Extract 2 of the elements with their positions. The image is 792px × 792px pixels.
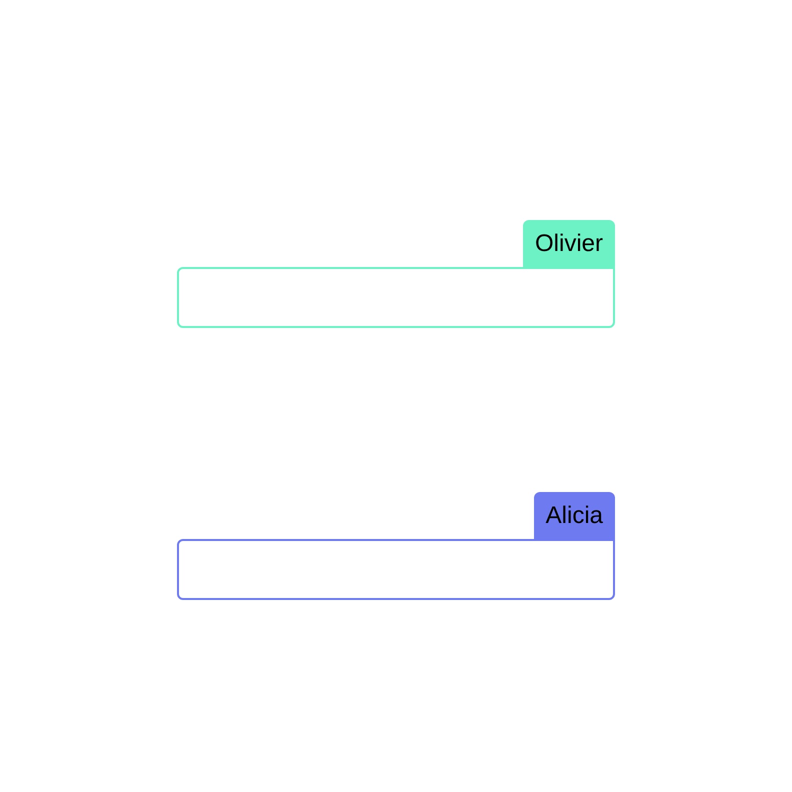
name-tag: Olivier [522,220,615,267]
name-tag: Alicia [534,492,615,539]
